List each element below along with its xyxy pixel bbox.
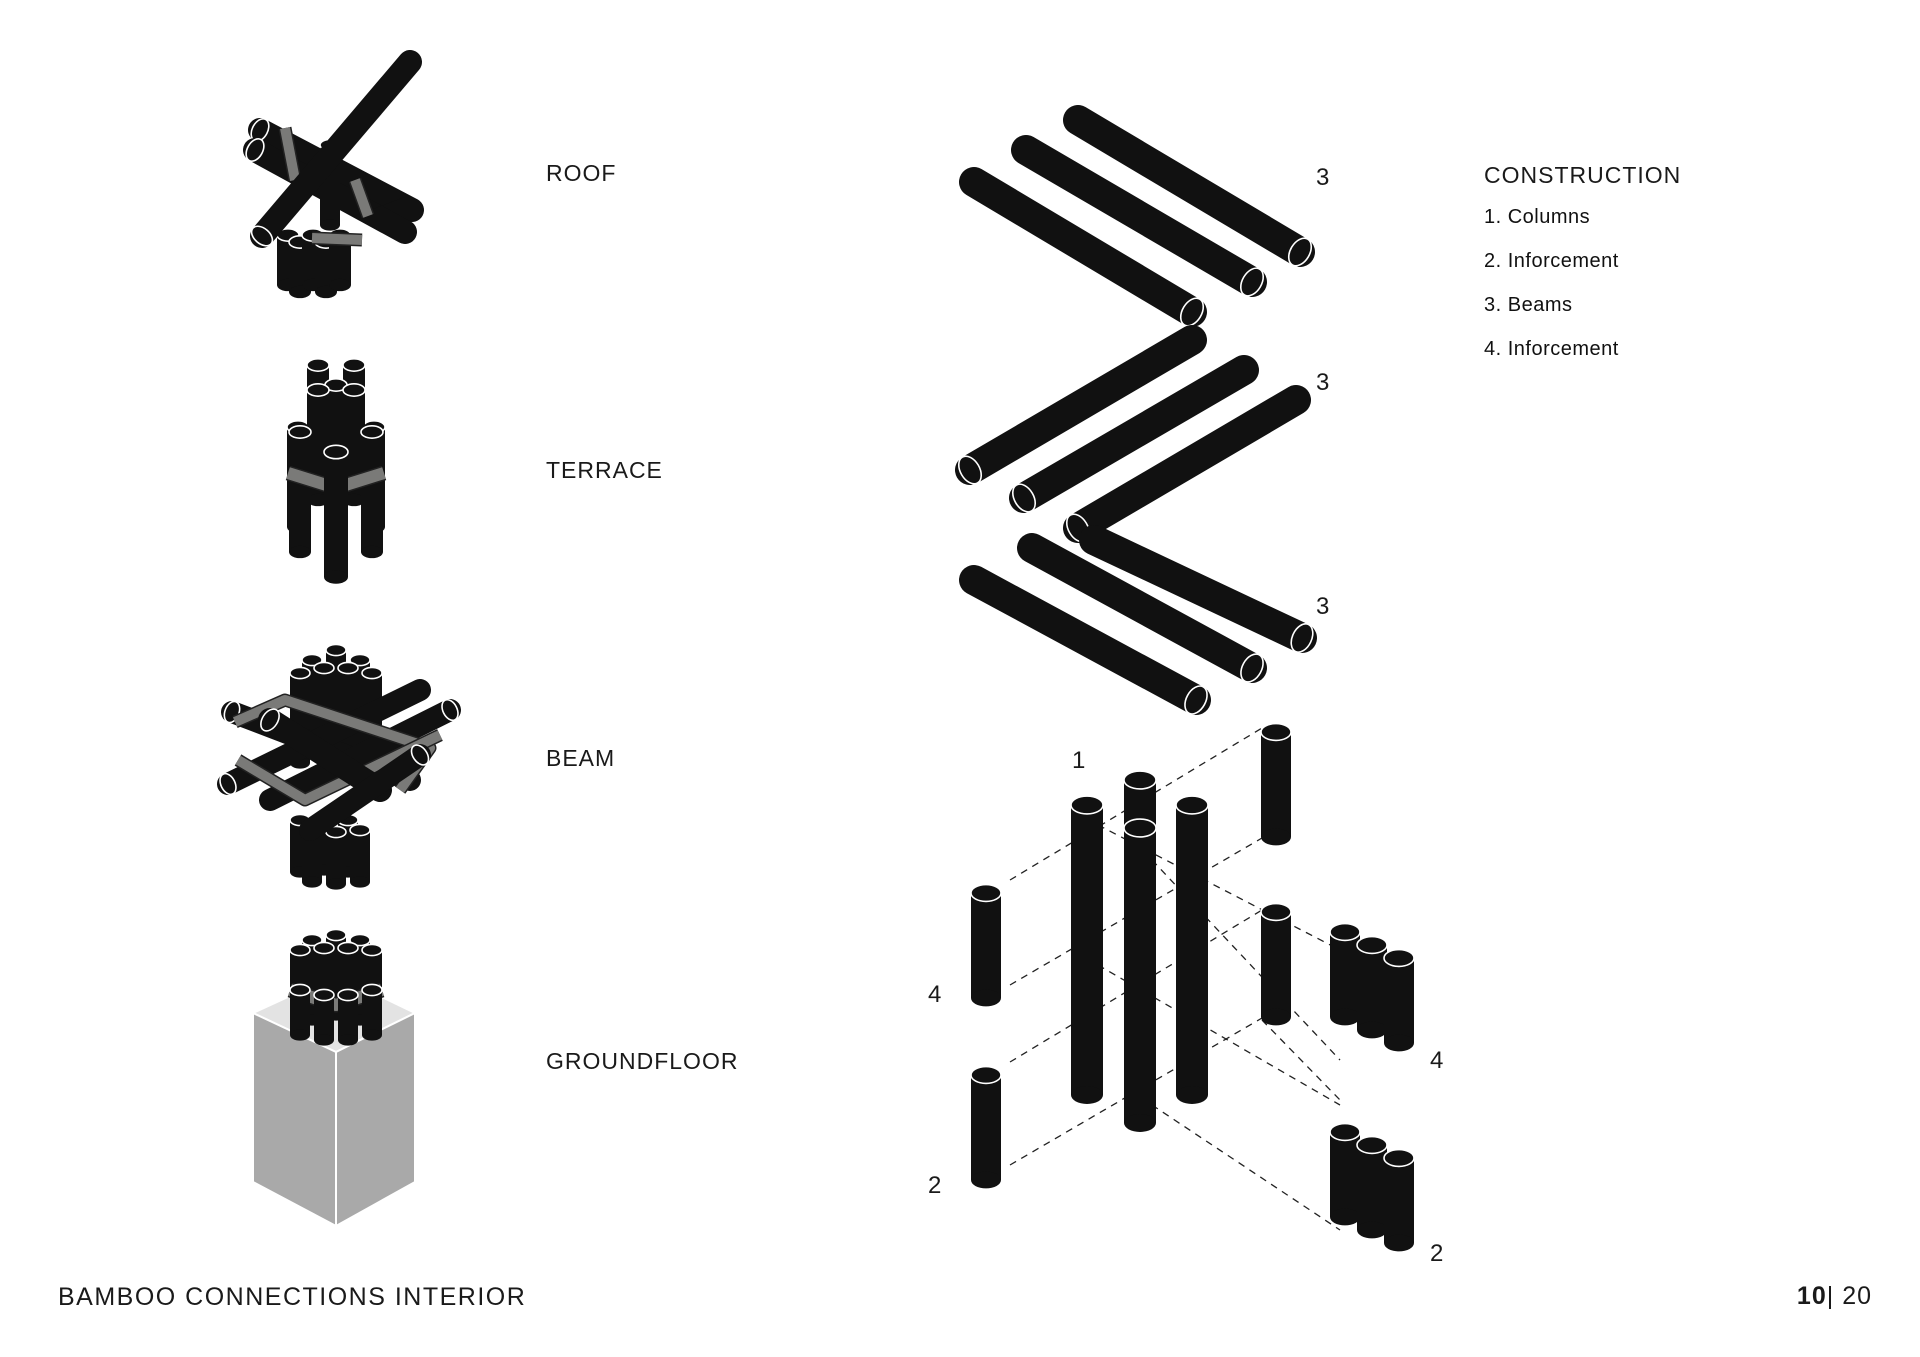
bamboo-column — [342, 383, 366, 507]
current-page: 10 — [1796, 1282, 1827, 1310]
beams-top-number: 3 — [1316, 164, 1331, 191]
column-1 — [1175, 795, 1209, 1104]
inforcement-4 — [970, 883, 1002, 1007]
beam-3 — [959, 167, 1207, 327]
total-pages: 20 — [1842, 1282, 1872, 1310]
bamboo-column — [361, 983, 383, 1041]
legend-item: 4. Inforcement — [1484, 338, 1619, 360]
document-title: BAMBOO CONNECTIONS INTERIOR — [58, 1283, 527, 1311]
inforcement-4 — [1356, 935, 1388, 1039]
base-2 — [1356, 1135, 1388, 1239]
inforcement-4 — [1329, 922, 1361, 1026]
base-right-number: 2 — [1430, 1240, 1445, 1267]
bamboo-beam — [258, 708, 392, 802]
inforcement-right-number: 4 — [1430, 1047, 1445, 1074]
bamboo-column — [288, 425, 312, 559]
lashing-band — [280, 127, 300, 181]
roof-connection-node — [243, 50, 424, 299]
bamboo-beam — [259, 698, 461, 811]
columns-number: 1 — [1072, 747, 1087, 774]
base-2 — [970, 1065, 1002, 1189]
column-1 — [1123, 818, 1157, 1132]
terrace-connection-node — [285, 358, 387, 584]
column-1 — [1070, 795, 1104, 1104]
base-2 — [1383, 1148, 1415, 1252]
groundfloor-connection-node — [250, 928, 418, 1228]
bamboo-column — [360, 425, 384, 559]
legend-item: 2. Inforcement — [1484, 250, 1619, 272]
lashing-band — [311, 233, 363, 245]
legend-item: 1. Columns — [1484, 206, 1591, 228]
beam-3 — [1063, 105, 1315, 267]
bamboo-column — [325, 825, 347, 890]
beams-low-number: 3 — [1316, 593, 1331, 620]
beams-mid-number: 3 — [1316, 369, 1331, 396]
base-left-number: 2 — [928, 1172, 943, 1199]
bamboo-column — [313, 988, 335, 1046]
bamboo-column — [306, 383, 330, 507]
page-separator: | — [1826, 1282, 1835, 1310]
exploded-construction-view — [955, 105, 1415, 1252]
bamboo-column — [349, 823, 371, 888]
beam-3 — [1011, 135, 1267, 297]
legend-item: 3. Beams — [1484, 294, 1573, 316]
inforcement-4 — [1260, 902, 1292, 1026]
bamboo-column — [323, 444, 349, 584]
beam-label: BEAM — [546, 745, 616, 771]
legend-list: 1. Columns 2. Inforcement 3. Beams 4. In… — [1484, 205, 1619, 381]
page-number: 10| 20 — [1797, 1282, 1872, 1311]
beam-3 — [1009, 355, 1259, 513]
groundfloor-label: GROUNDFLOOR — [546, 1048, 739, 1074]
legend-title: CONSTRUCTION — [1484, 162, 1682, 188]
bamboo-beam — [250, 50, 422, 248]
inforcement-4 — [1260, 722, 1292, 846]
lashing-band — [350, 178, 373, 218]
projection-line — [1151, 1104, 1341, 1231]
beam-3 — [959, 565, 1211, 715]
terrace-label: TERRACE — [546, 457, 663, 483]
lashing-band — [235, 730, 443, 805]
beam-connection-node — [217, 643, 461, 890]
bamboo-column — [289, 983, 311, 1041]
roof-label: ROOF — [546, 160, 617, 186]
beam-3 — [1079, 525, 1317, 653]
base-2 — [1329, 1122, 1361, 1226]
bamboo-column — [337, 988, 359, 1046]
bamboo-beam — [299, 744, 431, 841]
inforcement-left-number: 4 — [928, 981, 943, 1008]
beam-3 — [955, 325, 1207, 485]
inforcement-4 — [1383, 948, 1415, 1052]
beam-3 — [1017, 533, 1267, 683]
projection-line — [1261, 1019, 1341, 1101]
